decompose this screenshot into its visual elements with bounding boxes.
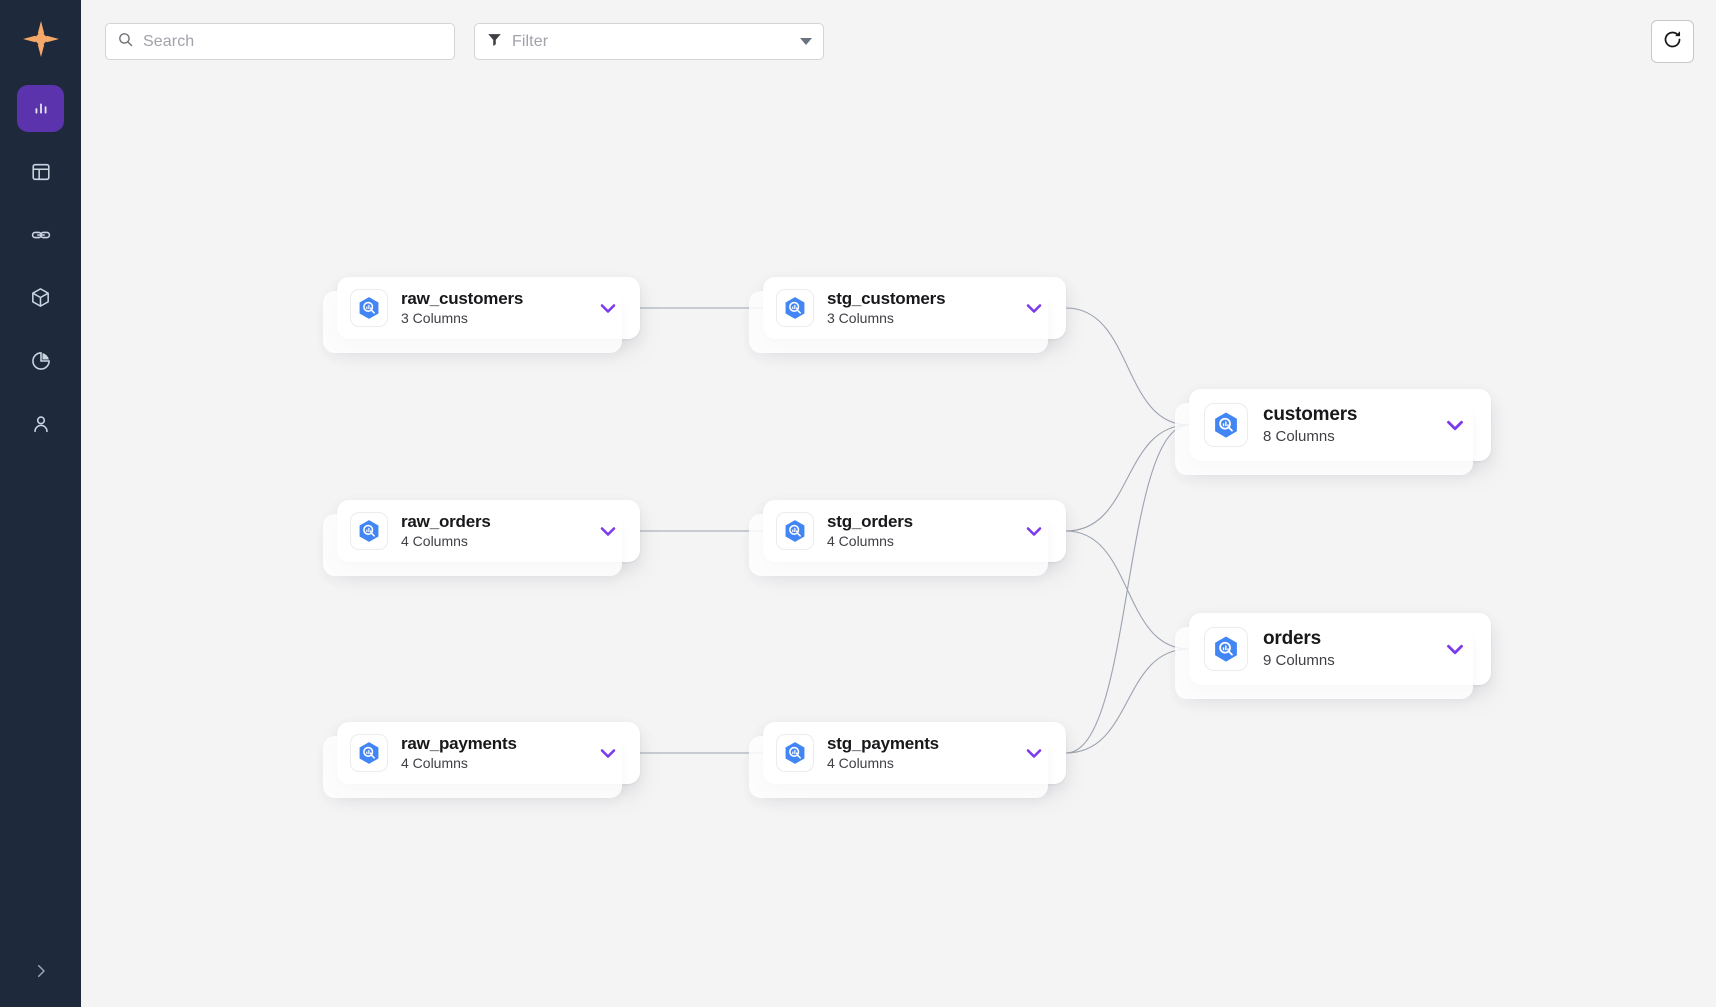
pie-chart-icon [30,350,52,372]
lineage-edge [1065,648,1190,754]
chevron-down-icon[interactable] [800,38,812,45]
node-column-count: 9 Columns [1263,652,1335,669]
main-area: raw_customers 3 Columns raw_orders 4 Col… [81,0,1716,1007]
chevron-right-icon [32,962,50,985]
sidebar-item-models[interactable] [17,274,64,321]
lineage-node-raw_payments[interactable]: raw_payments 4 Columns [323,722,640,798]
app-logo[interactable] [17,17,65,65]
node-title: raw_customers [401,289,524,308]
node-text: raw_payments 4 Columns [401,733,517,773]
node-icon [1204,627,1248,671]
node-title: stg_customers [827,289,946,308]
link-icon [30,224,52,246]
lineage-node-customers[interactable]: customers 8 Columns [1175,389,1491,475]
node-title: orders [1263,628,1321,649]
bigquery-icon [359,742,379,764]
node-title: customers [1263,404,1358,425]
lineage-edge [1065,530,1190,650]
node-title: raw_payments [401,734,517,753]
funnel-icon [486,31,503,53]
table-layout-icon [30,161,52,183]
node-title: raw_orders [401,512,491,531]
node-expand-button[interactable] [1021,740,1047,766]
lineage-node-raw_customers[interactable]: raw_customers 3 Columns [323,277,640,353]
node-expand-button[interactable] [1021,518,1047,544]
sidebar-item-lineage[interactable] [17,211,64,258]
node-text: stg_payments 4 Columns [827,733,939,773]
search-input[interactable] [143,32,443,51]
node-title: stg_payments [827,734,939,753]
node-expand-button[interactable] [595,518,621,544]
node-icon [776,734,814,772]
toolbar: Filter [81,0,1716,84]
node-column-count: 3 Columns [827,310,894,326]
user-icon [30,413,52,435]
node-column-count: 4 Columns [401,533,468,549]
lineage-node-raw_orders[interactable]: raw_orders 4 Columns [323,500,640,576]
node-text: raw_orders 4 Columns [401,511,491,551]
sidebar [0,0,81,1007]
search-icon [117,31,134,53]
sidebar-item-dashboard[interactable] [17,85,64,132]
node-expand-button[interactable] [1441,411,1469,439]
chevron-down-icon [1026,527,1042,536]
bigquery-icon [785,297,805,319]
lineage-node-orders[interactable]: orders 9 Columns [1175,613,1491,699]
lineage-node-stg_payments[interactable]: stg_payments 4 Columns [749,722,1066,798]
chevron-down-icon [600,527,616,536]
node-icon [350,734,388,772]
sidebar-nav [0,85,81,447]
filter-label: Filter [512,32,549,50]
node-text: stg_orders 4 Columns [827,511,913,551]
lineage-edge [1065,307,1190,426]
sidebar-item-account[interactable] [17,400,64,447]
filter-dropdown[interactable]: Filter [474,23,824,60]
node-text: raw_customers 3 Columns [401,288,523,328]
node-icon [776,512,814,550]
refresh-icon [1662,29,1683,55]
bigquery-icon [785,742,805,764]
sidebar-item-tables[interactable] [17,148,64,195]
lineage-edge [1065,424,1190,532]
chevron-down-icon [1026,749,1042,758]
node-expand-button[interactable] [1021,295,1047,321]
node-column-count: 4 Columns [401,755,468,771]
lineage-edge [1065,424,1190,754]
node-column-count: 8 Columns [1263,428,1335,445]
chevron-down-icon [1447,420,1463,431]
node-expand-button[interactable] [1441,635,1469,663]
node-icon [776,289,814,327]
lineage-canvas[interactable]: raw_customers 3 Columns raw_orders 4 Col… [81,0,1716,1007]
node-expand-button[interactable] [595,295,621,321]
node-icon [350,512,388,550]
bar-chart-icon [30,98,52,120]
sidebar-item-reports[interactable] [17,337,64,384]
node-expand-button[interactable] [595,740,621,766]
bigquery-icon [359,520,379,542]
bigquery-icon [1215,412,1237,438]
node-text: orders 9 Columns [1263,627,1335,671]
node-icon [1204,403,1248,447]
refresh-button[interactable] [1651,20,1694,63]
chevron-down-icon [1026,304,1042,313]
bigquery-icon [1215,636,1237,662]
chevron-down-icon [600,304,616,313]
chevron-down-icon [1447,644,1463,655]
node-column-count: 3 Columns [401,310,468,326]
node-text: stg_customers 3 Columns [827,288,945,328]
search-box[interactable] [105,23,455,60]
chevron-down-icon [600,749,616,758]
node-column-count: 4 Columns [827,755,894,771]
lineage-node-stg_orders[interactable]: stg_orders 4 Columns [749,500,1066,576]
node-title: stg_orders [827,512,913,531]
node-icon [350,289,388,327]
lineage-node-stg_customers[interactable]: stg_customers 3 Columns [749,277,1066,353]
bigquery-icon [785,520,805,542]
sidebar-expand-button[interactable] [0,962,81,985]
bigquery-icon [359,297,379,319]
compass-star-icon [21,19,61,64]
cube-icon [29,286,52,309]
node-text: customers 8 Columns [1263,403,1357,447]
node-column-count: 4 Columns [827,533,894,549]
